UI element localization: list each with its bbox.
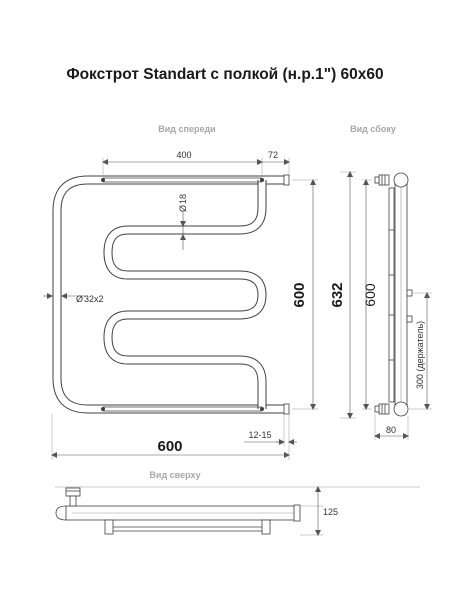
top-end-cap [283, 174, 290, 186]
serpentine-pipe [103, 180, 267, 409]
top-view: 125 [55, 486, 420, 536]
holder-distance-label: 300 (держатель) [415, 321, 425, 389]
height-label: 600 [291, 282, 308, 307]
side-view: 600 300 (держатель) 80 [362, 172, 432, 440]
side-ribs [389, 229, 394, 361]
top-view-label: Вид сверху [149, 470, 200, 480]
main-pipe-symbol: Ø [76, 294, 83, 304]
shelf-length-label: 400 [176, 150, 191, 160]
side-height-label: 600 [362, 283, 378, 307]
front-view-label: Вид спереди [158, 124, 215, 134]
page-title: Фокстрот Standart с полкой (н.р.1") 60x6… [66, 66, 384, 83]
side-holder-top [406, 289, 413, 297]
shelf-offset-label: 72 [268, 150, 278, 160]
width-label: 600 [157, 438, 182, 455]
top-view-fitting [65, 487, 81, 507]
top-view-shelf [104, 519, 271, 535]
top-depth-label: 125 [323, 507, 338, 517]
top-shelf [101, 177, 264, 183]
bottom-fitting [374, 403, 390, 415]
pipe-diameter-symbol: Ø [178, 205, 188, 212]
side-depth-label: 80 [386, 425, 396, 435]
side-top-pipe-end [393, 172, 409, 188]
front-view: 400 72 Ø 18 Ø 32x2 600 632 600 12 [43, 150, 356, 460]
side-bottom-pipe-end [393, 401, 409, 417]
side-holder-bottom [406, 315, 413, 323]
bottom-end-cap [283, 403, 290, 415]
bottom-shelf [101, 406, 264, 412]
main-pipe-label: 32x2 [84, 294, 104, 304]
pipe-diameter-label: 18 [178, 194, 188, 204]
top-fitting [374, 174, 390, 186]
wall-gap-label: 12-15 [248, 430, 271, 440]
side-view-label: Вид сбоку [350, 124, 396, 134]
total-height-label: 632 [329, 282, 346, 307]
towel-rail-frame [52, 175, 288, 414]
